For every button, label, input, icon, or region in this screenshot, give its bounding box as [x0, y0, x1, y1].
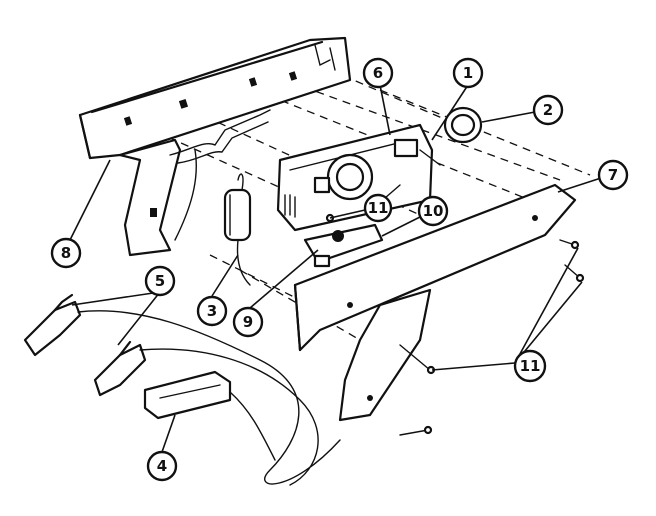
callout-2: 2	[532, 94, 564, 126]
capacitor	[223, 173, 252, 286]
callout-3-label: 3	[207, 302, 217, 320]
callout-4-label: 4	[157, 457, 167, 475]
inductive-pickup-clamp	[143, 370, 276, 461]
callout-5: 5	[144, 265, 176, 297]
callout-9-label: 9	[243, 313, 253, 331]
callout-7-label: 7	[608, 166, 618, 184]
callout-3: 3	[196, 295, 228, 327]
callout-11-label: 11	[520, 357, 541, 375]
alligator-clip-leads	[23, 293, 341, 486]
callout-11-small: 11	[363, 193, 393, 223]
callout-11-small-label: 11	[368, 199, 389, 217]
callout-9: 9	[232, 306, 264, 338]
callout-2-label: 2	[543, 101, 553, 119]
callout-1: 1	[452, 57, 484, 89]
callout-leader-lines	[69, 84, 602, 453]
callout-7: 7	[597, 159, 629, 191]
callout-6-label: 6	[373, 64, 383, 82]
right-housing-half	[293, 183, 577, 422]
callout-6: 6	[362, 57, 394, 89]
callout-10: 10	[417, 195, 449, 227]
callout-4: 4	[146, 450, 178, 482]
callout-10-label: 10	[423, 202, 444, 220]
callout-8-label: 8	[61, 244, 71, 262]
wiring-harness	[169, 109, 271, 241]
callout-1-label: 1	[463, 64, 473, 82]
callout-8: 8	[50, 237, 82, 269]
circuit-board	[276, 123, 441, 232]
callout-11: 11	[513, 349, 547, 383]
callout-5-label: 5	[155, 272, 165, 290]
left-housing-half	[78, 36, 352, 257]
lens	[443, 106, 483, 144]
